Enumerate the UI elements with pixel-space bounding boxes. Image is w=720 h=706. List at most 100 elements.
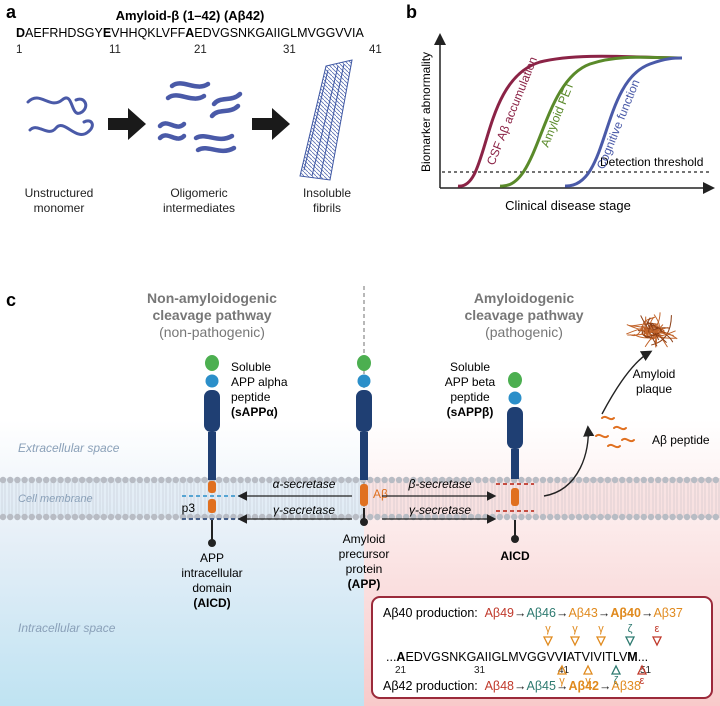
box-seq-segment: I [563,650,566,664]
arrow-icon [252,108,290,140]
cleavage-symbol: γ [585,675,591,687]
alpha-secretase-label: α-secretase [273,477,336,491]
sequence-segment: VHHQKLVFF [111,26,185,40]
sequence-segment: A [185,26,194,40]
ab42-label: Aβ42 production: [383,679,478,693]
aicd-left-label-1: APP [200,551,224,565]
cleavage-symbol: γ [598,623,604,635]
fibril-label-1: Insoluble [303,186,351,200]
cleavage-symbol: ε [640,675,645,687]
chain-item: → [514,606,527,620]
amyloid-subtitle: (pathogenic) [485,324,563,340]
box-seq-segment: A [396,650,405,664]
panel-c: c Non-amyloidogenic cleavage pathway (no… [0,286,720,706]
curve-csf-label: CSF Aβ accumulation [484,55,540,167]
box-seq-segment: ... [638,650,648,664]
box-seq-segment: EDVGSNKGAIIGLMVGGVV [405,650,563,664]
cleavage-triangle-icon [556,664,568,675]
sequence-text: DAEFRHDSGYEVHHQKLVFFAEDVGSNKGAIIGLMVGGVV… [16,26,364,40]
cleavage-triangle-icon [651,636,663,647]
seq-pos-21: 21 [194,44,207,56]
curve-pet [499,55,683,188]
cleavage-symbol: γ [572,623,578,635]
aicd-right-label: AICD [500,549,530,563]
nonamyloid-title-2: cleavage pathway [152,307,271,323]
chain-item: Aβ49 [485,606,514,620]
chain-item: Aβ42 [568,679,599,693]
membrane-label: Cell membrane [18,493,93,505]
box-sequence: ...AEDVGSNKGAIIGLMVGGVVIATVIVITLVM... [386,650,648,664]
sequence-segment: AEFRHDSGY [25,26,103,40]
curve-pet-label: Amyloid PET [538,79,577,149]
fibril-label-2: fibrils [313,201,341,215]
cleavage-triangle-icon [624,636,636,647]
panel-c-label: c [6,290,16,310]
release-arrow [543,425,595,497]
curve-cognitive [564,56,683,188]
cleavage-symbol: γ [545,623,551,635]
app-label-1: Amyloid [343,532,386,546]
detection-threshold-label: Detection threshold [600,155,703,169]
cleavage-symbol: ζ [614,675,619,687]
nonamyloid-subtitle: (non-pathogenic) [159,324,265,340]
ab40-production: Aβ40 production: Aβ49→Aβ46→Aβ43→Aβ40→Aβ3… [383,606,683,620]
sappb-label-1: Soluble [450,360,490,374]
sequence-segment: E [103,26,111,40]
oligomer-label-2: intermediates [163,201,235,215]
cleavage-symbol: ζ [628,623,633,635]
chain-item: → [514,679,527,693]
p3-label: p3 [182,501,196,515]
p3-fragment [208,499,216,513]
abeta-peptide-label: Aβ peptide [652,433,710,447]
cleavage-box: Aβ40 production: Aβ49→Aβ46→Aβ43→Aβ40→Aβ3… [371,596,713,699]
chain-item: Aβ43 [568,606,597,620]
aicd-left-abbr: (AICD) [193,596,230,610]
sappb-protein [507,372,523,543]
chain-item: → [556,679,569,693]
box-seq-segment: ... [386,650,396,664]
sequence-segment: EDVGSNKGAIIGLMVGGVVIA [194,26,364,40]
ab40-label: Aβ40 production: [383,606,478,620]
amyloid-plaque-icon [626,312,678,348]
nonamyloid-background [0,420,364,706]
seq-pos-1: 1 [16,44,22,56]
cleavage-triangle-icon [610,664,622,675]
gamma-secretase-label-left: γ-secretase [273,503,335,517]
chain-item: Aβ38 [612,679,641,693]
oligomer-icon [157,81,243,154]
sappa-label-1: Soluble [231,360,271,374]
seq-pos-31: 31 [283,44,296,56]
chain-item: → [598,606,611,620]
amyloid-title-1: Amyloidogenic [474,290,575,306]
panel-b-label: b [406,2,417,22]
app-label-2: precursor [339,547,390,561]
extracellular-label: Extracellular space [18,441,120,455]
aggregation-arrow [601,350,653,415]
cleavage-triangle-icon [636,664,648,675]
box-pos-31: 31 [474,665,486,676]
sappb-abbr: (sAPPβ) [447,405,494,419]
monomer-label-2: monomer [34,201,85,215]
chain-item: Aβ45 [527,679,556,693]
sequence-segment: D [16,26,25,40]
sappa-label-2: APP alpha [231,375,288,389]
gamma-secretase-label-right: γ-secretase [409,503,471,517]
app-protein [356,355,372,526]
aicd-left-label-3: domain [192,581,231,595]
fibril-icon [299,59,353,181]
chain-item: Aβ40 [610,606,641,620]
sappa-abbr: (sAPPα) [231,405,278,419]
box-seq-segment: M [627,650,637,664]
box-seq-segment: ATVIVITLV [567,650,628,664]
intracellular-label: Intracellular space [18,621,116,635]
beta-secretase-label: β-secretase [408,477,472,491]
panel-a-label: a [6,2,17,22]
cleavage-triangle-icon [569,636,581,647]
y-axis-label: Biomarker abnormality [419,52,433,172]
x-axis-label: Clinical disease stage [505,198,631,213]
seq-pos-41: 41 [369,44,382,56]
panel-b: b Biomarker abnormality Clinical disease… [406,2,715,213]
cleavage-triangle-icon [595,636,607,647]
box-pos-51: 51 [640,665,652,676]
sappb-label-2: APP beta [445,375,496,389]
